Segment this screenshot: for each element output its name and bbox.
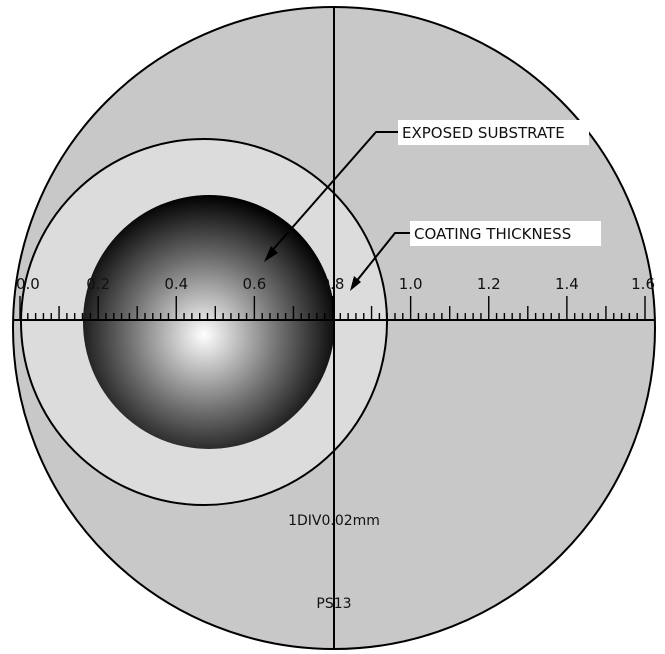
scale-tick-label: 0.2 [86, 275, 110, 293]
exposed-substrate [83, 195, 335, 449]
scale-tick-label: 1.4 [555, 275, 579, 293]
scale-tick-label: 0.6 [242, 275, 266, 293]
scale-tick-label: 0.8 [321, 275, 345, 293]
division-label: 1DIV0.02mm [288, 513, 380, 529]
scale-tick-label: 0.0 [16, 275, 40, 293]
scale-tick-label: 1.2 [477, 275, 501, 293]
scale-tick-label: 1.0 [399, 275, 423, 293]
coating-thickness-label: COATING THICKNESS [414, 225, 571, 243]
scale-tick-label: 1.6 [631, 275, 655, 293]
part-code-label: PS13 [316, 596, 351, 612]
exposed-substrate-label: EXPOSED SUBSTRATE [402, 124, 565, 142]
scale-tick-label: 0.4 [164, 275, 188, 293]
